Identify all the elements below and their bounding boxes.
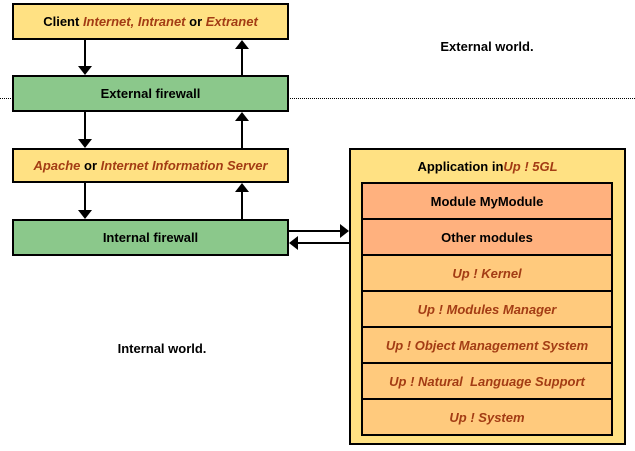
arrow-head-down-icon	[78, 66, 92, 75]
arrow-head-right-icon	[340, 224, 349, 238]
external-firewall-label: External firewall	[100, 86, 201, 101]
client-box: Client Internet, Intranet or Extranet	[12, 3, 289, 40]
web-server-label: Apache or Internet Information Server	[33, 158, 268, 173]
row-up-natural-language-support: Up ! Natural Language Support	[361, 362, 613, 400]
internal-firewall-box: Internal firewall	[12, 219, 289, 256]
web-server-box: Apache or Internet Information Server	[12, 148, 289, 183]
row-label: Up ! Object Management System	[385, 337, 589, 353]
row-label: Other modules	[441, 229, 533, 245]
arrow-head-down-icon	[78, 210, 92, 219]
internal-world-label: Internal world.	[117, 341, 207, 356]
row-up-system: Up ! System	[361, 398, 613, 436]
row-label: Up ! Kernel	[452, 265, 522, 281]
row-other-modules: Other modules	[361, 218, 613, 256]
arrow-head-up-icon	[235, 112, 249, 121]
application-title: Application in Up ! 5GL	[417, 158, 558, 174]
row-label: Up ! Natural Language Support	[389, 373, 585, 389]
external-world-label: External world.	[440, 39, 534, 54]
client-box-label: Client Internet, Intranet or Extranet	[43, 14, 258, 29]
row-up-kernel: Up ! Kernel	[361, 254, 613, 292]
arrow-head-down-icon	[78, 139, 92, 148]
arrow-head-up-icon	[235, 40, 249, 49]
arrow-line	[84, 183, 86, 210]
internal-firewall-label: Internal firewall	[102, 230, 199, 245]
arrow-line	[84, 112, 86, 139]
application-box: Application in Up ! 5GL Module MyModule …	[349, 148, 626, 445]
arrow-line	[298, 242, 349, 244]
row-label: Up ! Modules Manager	[417, 301, 557, 317]
arrow-head-left-icon	[289, 236, 298, 250]
arrow-line	[84, 40, 86, 67]
arrow-line	[241, 121, 243, 148]
arrow-head-up-icon	[235, 183, 249, 192]
external-firewall-box: External firewall	[12, 75, 289, 112]
row-up-object-management-system: Up ! Object Management System	[361, 326, 613, 364]
row-up-modules-manager: Up ! Modules Manager	[361, 290, 613, 328]
row-label: Module MyModule	[430, 193, 544, 209]
row-module-mymodule: Module MyModule	[361, 182, 613, 220]
arrow-line	[241, 192, 243, 219]
arrow-line	[289, 230, 340, 232]
arrow-line	[241, 49, 243, 75]
application-stack: Module MyModule Other modules Up ! Kerne…	[361, 182, 613, 436]
world-boundary-dotted-line	[0, 98, 635, 99]
row-label: Up ! System	[449, 409, 525, 425]
